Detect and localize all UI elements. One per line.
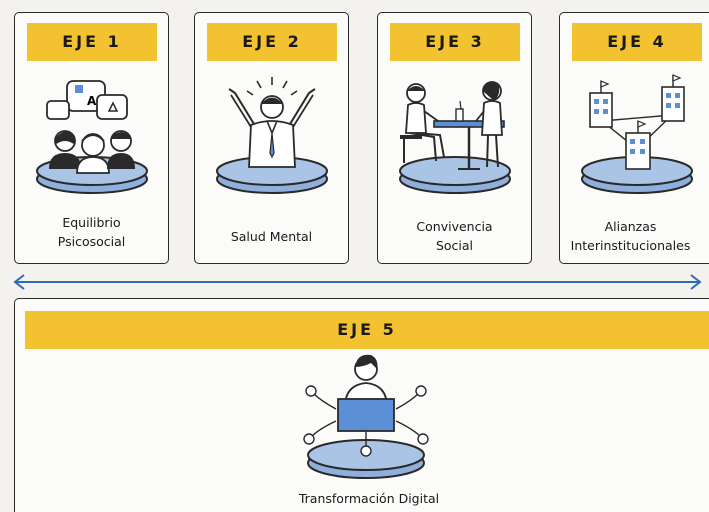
axis-card-3: EJE 3 Convivencia Social — [377, 12, 532, 264]
axis-tag-2: EJE 2 — [207, 23, 337, 61]
connected-buildings-icon — [581, 74, 693, 194]
axis-label-5: Transformación Digital — [298, 491, 440, 506]
double-arrow-icon — [13, 274, 702, 290]
axis-label-3-line-1: Convivencia — [416, 219, 493, 234]
axis-label-1-line-2: Psicosocial — [57, 234, 126, 249]
celebrating-person-icon — [216, 77, 328, 194]
svg-text:A: A — [87, 94, 97, 108]
person-laptop-network-icon — [303, 354, 429, 479]
axis-label-1: Equilibrio Psicosocial — [15, 213, 168, 251]
axis-card-5: EJE 5 Transformación Digital — [14, 298, 709, 512]
axis-label-1-line-1: Equilibrio — [62, 215, 121, 230]
axis-label-3: Convivencia Social — [378, 217, 531, 255]
group-communication-icon: A — [36, 80, 148, 194]
axis-tag-3: EJE 3 — [390, 23, 520, 61]
people-at-table-icon — [399, 81, 511, 194]
axis-tag-4: EJE 4 — [572, 23, 702, 61]
axis-card-2: EJE 2 Salud Mental — [194, 12, 349, 264]
axis-label-4-line-2: Interinstitucionales — [570, 238, 691, 253]
axis-label-3-line-2: Social — [435, 238, 474, 253]
axis-label-2-line-1: Salud Mental — [230, 229, 313, 244]
axis-tag-1: EJE 1 — [27, 23, 157, 61]
axis-label-4: Alianzas Interinstitucionales — [554, 217, 707, 255]
axis-card-4: EJE 4 Alianzas Interinstitucionales — [559, 12, 709, 264]
axis-label-4-line-1: Alianzas — [604, 219, 657, 234]
axis-tag-5: EJE 5 — [25, 311, 709, 349]
axis-label-2: Salud Mental — [195, 227, 348, 246]
axis-card-1: EJE 1 A Equilibrio Psicosocial — [14, 12, 169, 264]
